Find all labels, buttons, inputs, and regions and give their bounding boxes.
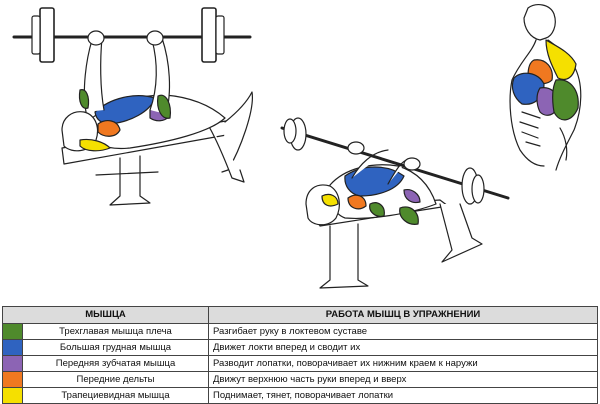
muscle-name: Передняя зубчатая мышца bbox=[22, 355, 209, 372]
color-swatch bbox=[2, 371, 23, 388]
muscle-trapezius-2 bbox=[321, 193, 339, 207]
muscle-work: Разводит лопатки, поворачивает их нижним… bbox=[208, 355, 598, 372]
figure-bench-press-bottom bbox=[280, 117, 510, 289]
figure-bench-press-top bbox=[12, 7, 253, 206]
muscle-triceps-2b bbox=[399, 206, 419, 225]
muscle-work: Движет локти вперед и сводит их bbox=[208, 339, 598, 356]
muscle-table: МЫШЦА РАБОТА МЫШЦ В УПРАЖНЕНИИ Трехглава… bbox=[2, 306, 598, 404]
exercise-illustration bbox=[12, 4, 582, 289]
muscle-work: Разгибает руку в локтевом суставе bbox=[208, 323, 598, 340]
muscle-front-delt-1 bbox=[97, 120, 121, 137]
muscle-trapezius-1 bbox=[79, 138, 111, 152]
color-swatch bbox=[2, 387, 23, 404]
muscle-name: Большая грудная мышца bbox=[22, 339, 209, 356]
header-muscle: МЫШЦА bbox=[2, 306, 209, 324]
color-swatch bbox=[2, 355, 23, 372]
figure-anatomy-side bbox=[509, 4, 582, 171]
muscle-triceps-1b bbox=[157, 94, 171, 119]
muscle-serratus-2 bbox=[403, 189, 421, 204]
muscle-work: Движут верхнюю часть руки вперед и вверх bbox=[208, 371, 598, 388]
muscle-triceps-2a bbox=[369, 202, 385, 217]
table-row: Большая грудная мышца Движет локти впере… bbox=[2, 339, 598, 356]
muscle-triceps-1a bbox=[78, 89, 90, 109]
header-work: РАБОТА МЫШЦ В УПРАЖНЕНИИ bbox=[208, 306, 598, 324]
muscle-name: Трехглавая мышца плеча bbox=[22, 323, 209, 340]
muscle-triceps-3 bbox=[552, 79, 579, 121]
muscle-pectoral-1 bbox=[94, 95, 156, 125]
muscle-name: Трапециевидная мышца bbox=[22, 387, 209, 404]
muscle-pectoral-2 bbox=[344, 166, 405, 197]
muscle-name: Передние дельты bbox=[22, 371, 209, 388]
muscle-trapezius-3 bbox=[545, 39, 577, 81]
muscle-front-delt-2 bbox=[347, 194, 367, 210]
color-swatch bbox=[2, 339, 23, 356]
table-row: Передняя зубчатая мышца Разводит лопатки… bbox=[2, 355, 598, 372]
table-row: Трехглавая мышца плеча Разгибает руку в … bbox=[2, 323, 598, 340]
table-row: Передние дельты Движут верхнюю часть рук… bbox=[2, 371, 598, 388]
table-header-row: МЫШЦА РАБОТА МЫШЦ В УПРАЖНЕНИИ bbox=[2, 306, 598, 324]
muscle-work: Поднимает, тянет, поворачивает лопатки bbox=[208, 387, 598, 404]
color-swatch bbox=[2, 323, 23, 340]
table-row: Трапециевидная мышца Поднимает, тянет, п… bbox=[2, 387, 598, 404]
